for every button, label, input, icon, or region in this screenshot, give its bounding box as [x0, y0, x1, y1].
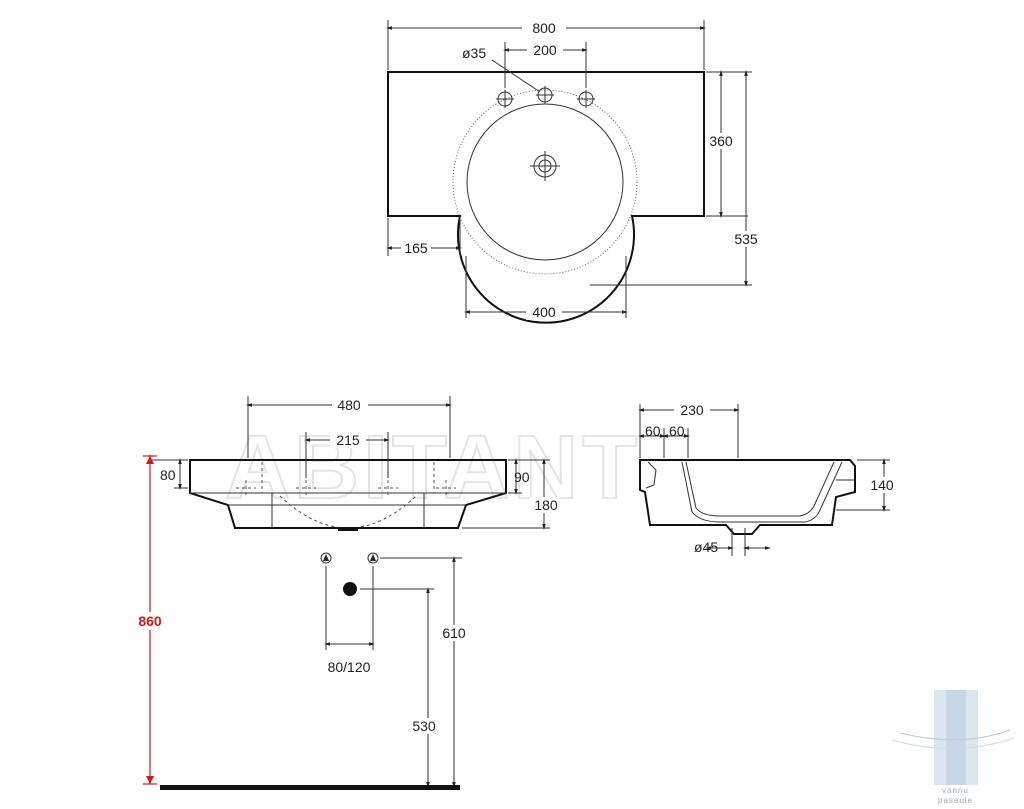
dim-supply-height: 610 — [442, 625, 466, 641]
dim-side-offset-a: 60 — [645, 423, 661, 439]
side-view: 230 60 60 140 ø45 — [638, 402, 900, 556]
dim-side-height: 90 — [514, 469, 530, 485]
dim-fixing-spacing: 215 — [336, 432, 360, 448]
top-view: 800 200 ø35 360 535 165 400 — [386, 20, 762, 324]
dim-supply-spacing: 80/120 — [328, 659, 371, 675]
dim-waste-diameter: ø45 — [694, 539, 718, 555]
watermark-text: ABITANT — [225, 418, 641, 518]
logo-line1: vannu — [942, 786, 969, 795]
dim-side-ledge: 165 — [404, 240, 428, 256]
logo-line2: pasaule — [938, 796, 973, 805]
front-view-hidden-bowl — [261, 462, 435, 529]
fixing-mark-4 — [436, 480, 456, 496]
top-view-rim-circle — [452, 89, 638, 275]
dim-rim-height: 80 — [160, 467, 176, 483]
dim-side-offset-b: 60 — [669, 423, 685, 439]
front-view: 480 215 80 90 180 — [134, 396, 560, 790]
dim-side-depth: 230 — [680, 402, 704, 418]
dim-depth-rear: 360 — [709, 133, 733, 149]
front-view-outline — [189, 459, 507, 529]
supply-right-icon — [367, 552, 379, 564]
supply-left-icon — [320, 552, 332, 564]
floor-line — [160, 785, 460, 790]
side-view-outline — [639, 459, 856, 535]
fixing-mark-1 — [236, 480, 256, 496]
dim-hole-diameter: ø35 — [462, 45, 486, 61]
dim-tap-hole-spacing: 200 — [533, 42, 557, 58]
dim-front-bowl-width: 480 — [337, 397, 361, 413]
waste-outlet-icon — [343, 582, 357, 596]
fixing-mark-3 — [378, 480, 398, 496]
fixing-mark-2 — [296, 480, 316, 496]
top-view-bowl — [466, 103, 624, 261]
dim-overall-width: 800 — [532, 20, 556, 36]
dim-waste-height: 530 — [412, 718, 436, 734]
side-view-bowl-profile — [681, 461, 843, 523]
dim-bowl-width: 400 — [532, 304, 556, 320]
dim-install-height: 860 — [138, 613, 162, 629]
dim-depth-total: 535 — [734, 231, 758, 247]
dim-total-height: 180 — [534, 497, 558, 513]
brand-logo: vannu pasaule — [891, 690, 1015, 805]
dim-side-height: 140 — [870, 477, 894, 493]
